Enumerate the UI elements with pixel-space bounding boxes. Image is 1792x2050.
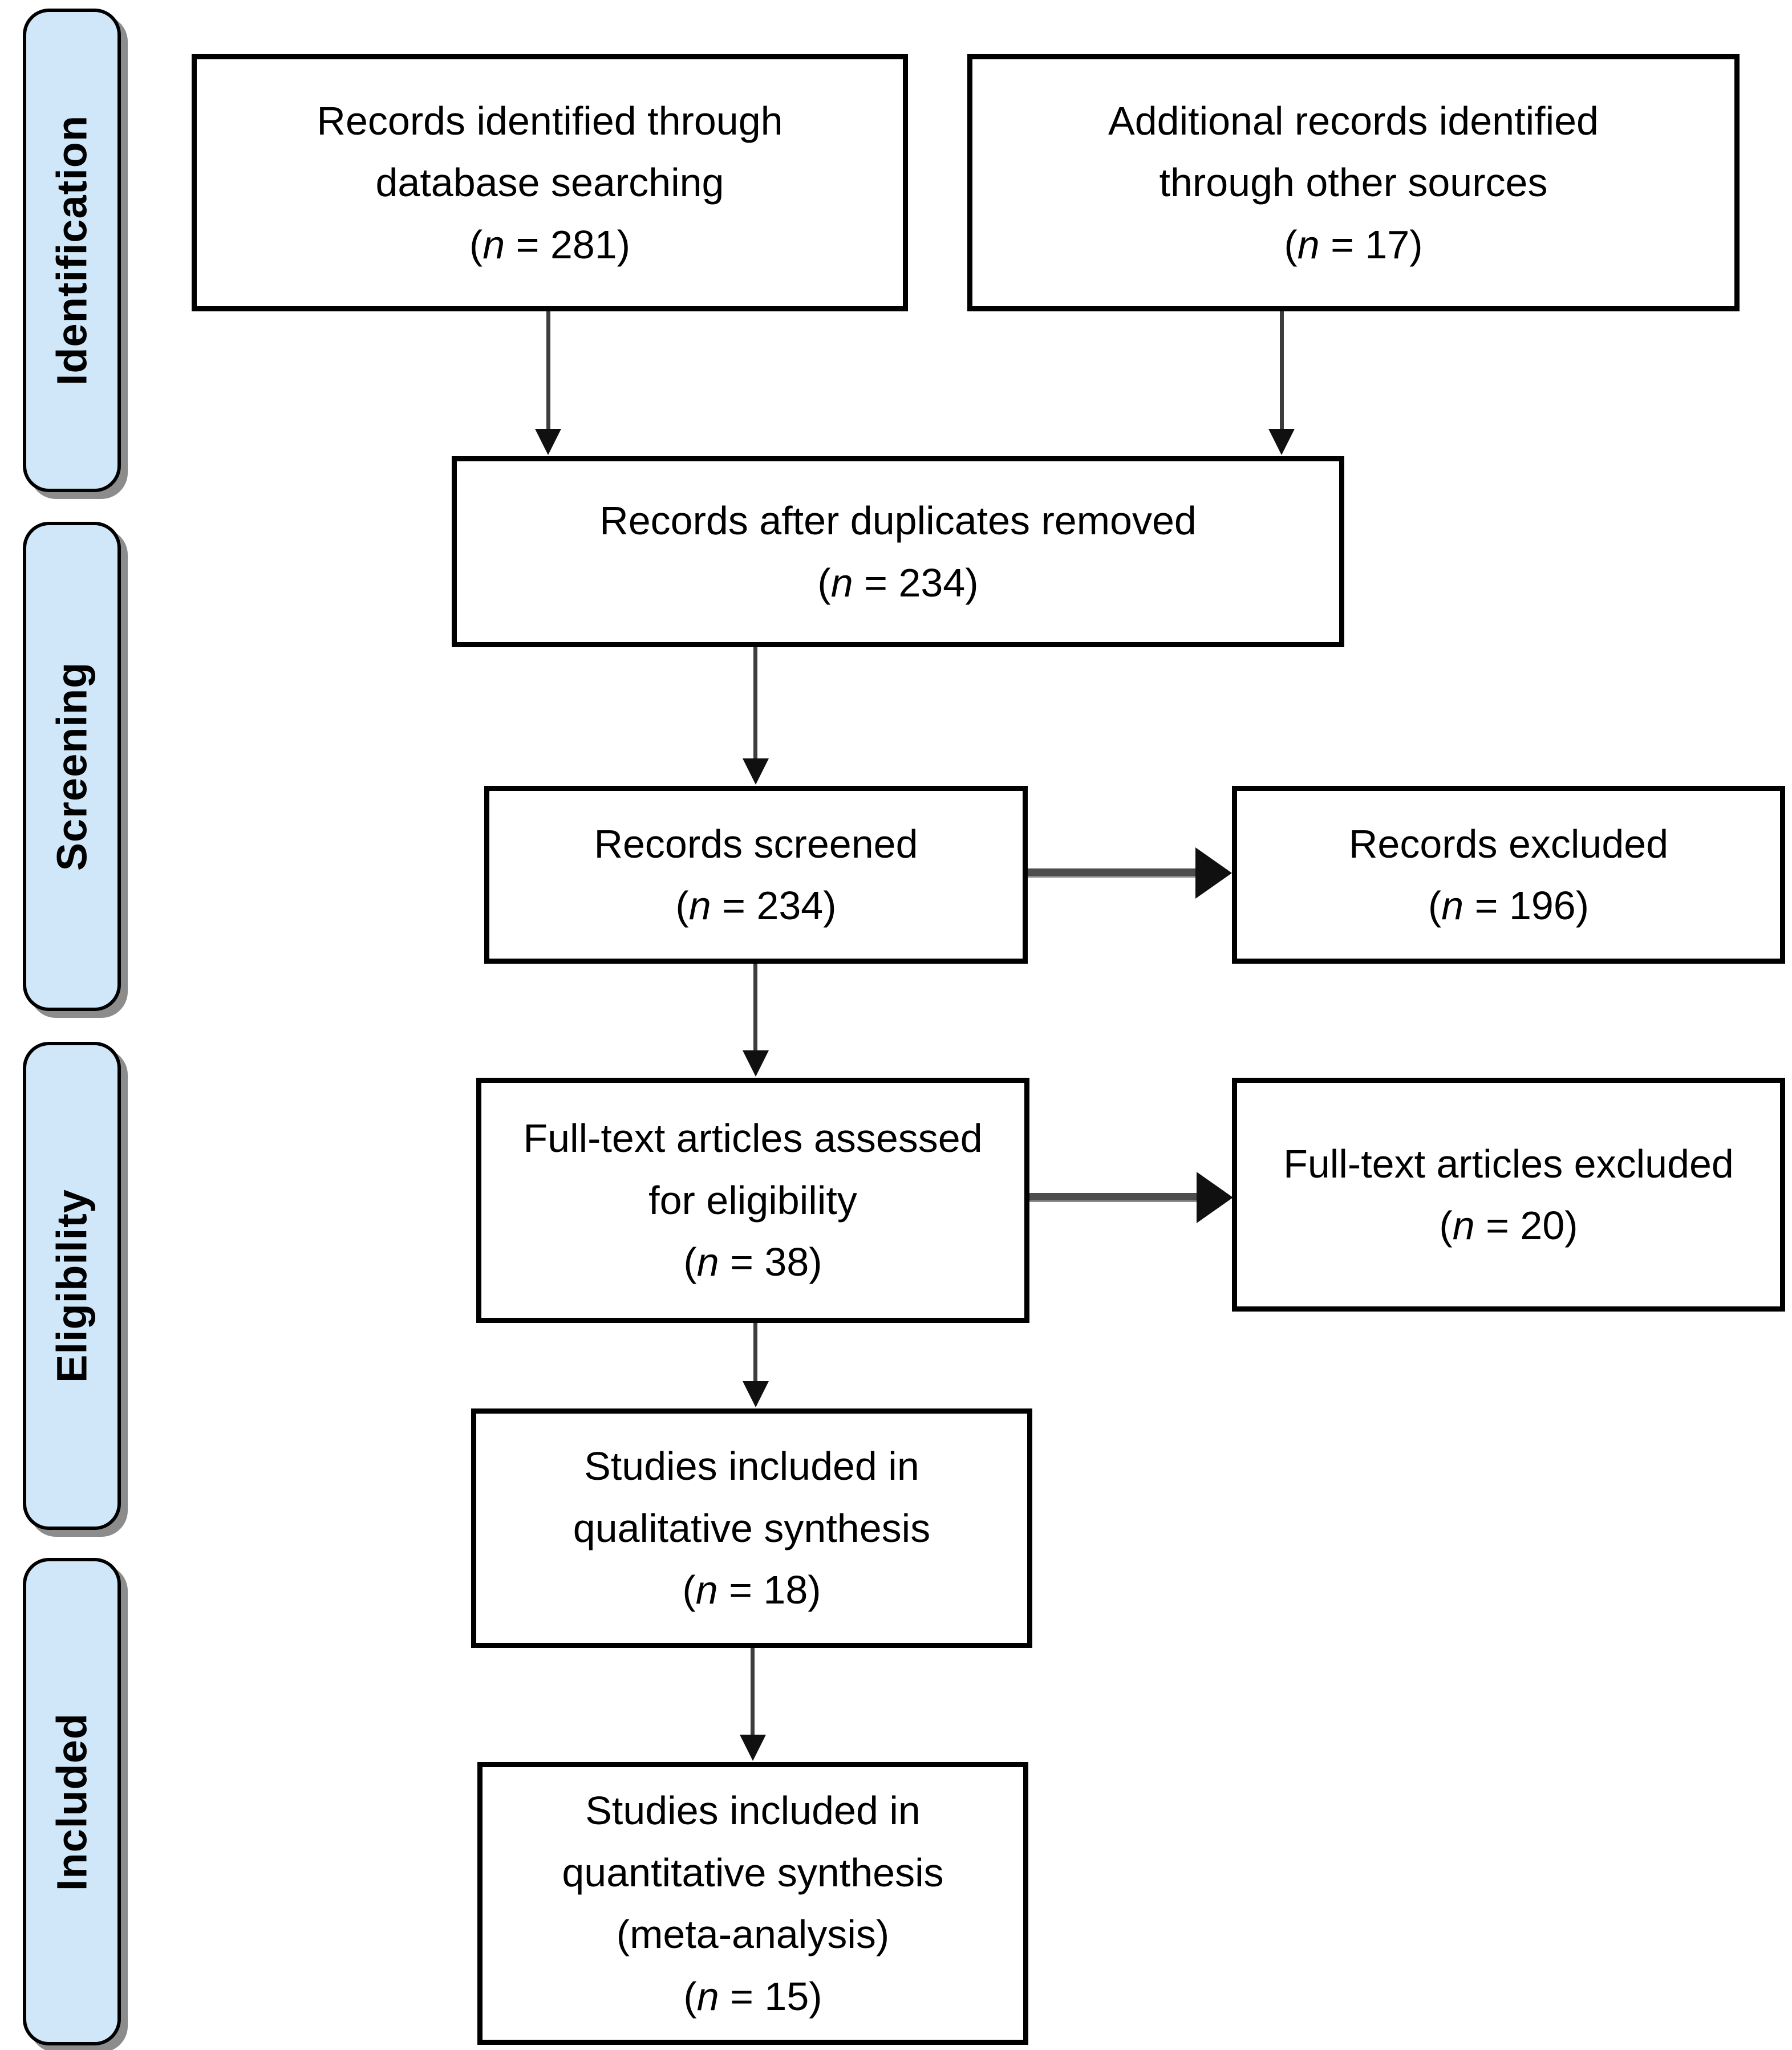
- stage-label-identification: Identification: [48, 115, 96, 386]
- box-records-excluded: Records excluded(n = 196): [1232, 786, 1785, 964]
- arrow-fulltext-to-qualitative-head: [743, 1381, 769, 1407]
- arrow-screened-to-excluded-line: [1028, 868, 1199, 878]
- stage-label-screening: Screening: [48, 661, 96, 871]
- arrow-fulltext-to-excluded-head: [1197, 1172, 1233, 1223]
- sidebar-stage-identification: Identification: [23, 9, 121, 492]
- arrow-fulltext-to-excluded-line: [1029, 1193, 1199, 1202]
- arrow-identified-to-duplicates-line: [546, 311, 550, 432]
- box-fulltext-excluded: Full-text articles excluded(n = 20): [1232, 1078, 1785, 1312]
- arrow-qualitative-to-quantitative-head: [740, 1735, 766, 1761]
- arrow-duplicates-to-screened-line: [753, 647, 757, 761]
- box-text-fulltext-excluded: Full-text articles excluded(n = 20): [1283, 1141, 1734, 1248]
- box-text-records-screened: Records screened(n = 234): [594, 821, 918, 928]
- arrow-additional-to-duplicates-line: [1280, 311, 1284, 432]
- sidebar-stage-included: Included: [23, 1558, 121, 2045]
- box-records-screened: Records screened(n = 234): [484, 786, 1028, 964]
- arrow-duplicates-to-screened-head: [743, 758, 769, 785]
- arrow-screened-to-fulltext-head: [743, 1050, 769, 1077]
- box-records-after-duplicates: Records after duplicates removed(n = 234…: [452, 456, 1344, 647]
- arrow-fulltext-to-qualitative-line: [753, 1323, 757, 1383]
- sidebar-stage-screening: Screening: [23, 522, 121, 1011]
- stage-label-eligibility: Eligibility: [48, 1189, 96, 1383]
- sidebar-stage-eligibility: Eligibility: [23, 1042, 121, 1530]
- stage-label-included: Included: [48, 1712, 96, 1891]
- box-text-records-excluded: Records excluded(n = 196): [1348, 821, 1669, 928]
- arrow-screened-to-fulltext-line: [753, 964, 757, 1053]
- arrow-qualitative-to-quantitative-line: [751, 1648, 755, 1737]
- box-text-records-after-duplicates: Records after duplicates removed(n = 234…: [599, 498, 1197, 605]
- arrow-identified-to-duplicates-head: [535, 429, 561, 455]
- arrow-additional-to-duplicates-head: [1268, 429, 1295, 455]
- arrow-screened-to-excluded-head: [1195, 847, 1232, 899]
